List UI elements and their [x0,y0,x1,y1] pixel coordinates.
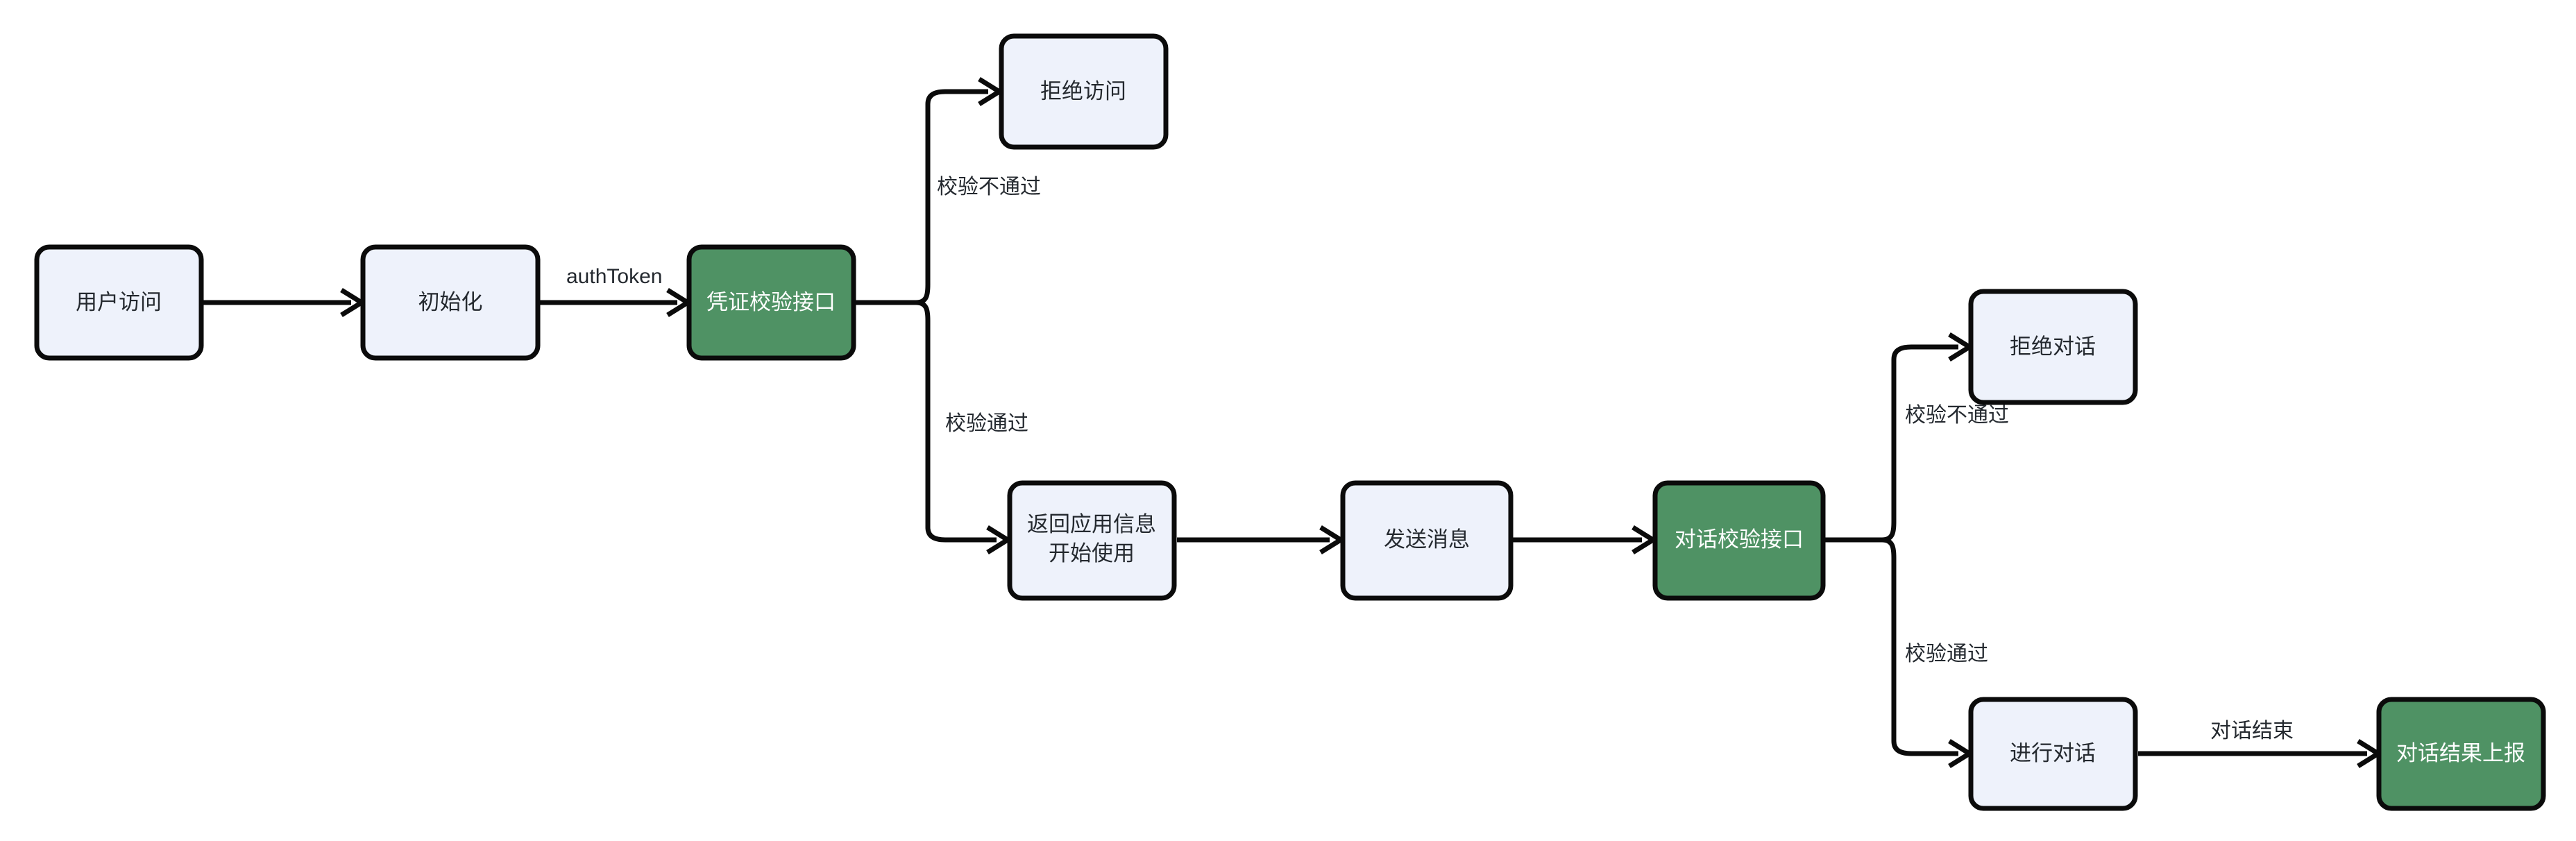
node-shape[interactable] [360,244,541,361]
node-chat-verify-api[interactable]: 对话校验接口 [1652,480,1826,601]
edge-label-chat-pass: 校验通过 [1905,643,1988,665]
node-shape[interactable] [1340,480,1514,601]
node-shape[interactable] [34,244,204,361]
node-shape[interactable] [1968,697,2138,811]
edge-label-auth-token: authToken [566,265,662,288]
edge-line [915,300,997,543]
edge-send-message-to-chat-verify [1512,525,1658,554]
node-label-return-app-info-line2: 开始使用 [1049,541,1135,566]
node-report-result[interactable]: 对话结果上报 [2376,697,2546,811]
edge-line [1881,537,1958,756]
node-label-report-result: 对话结果上报 [2396,741,2525,765]
edge-cred-verify-to-return-app-info: 校验通过 [915,300,1028,554]
node-shape[interactable] [1652,480,1826,601]
node-label-deny-chat: 拒绝对话 [2010,334,2096,359]
node-shape[interactable] [1007,480,1177,601]
node-do-chat[interactable]: 进行对话 [1968,697,2138,811]
node-label-deny-access: 拒绝访问 [1040,79,1126,103]
edge-do-chat-to-report-result: 对话结束 [2138,720,2383,768]
edge-label-chat-fail: 校验不通过 [1905,404,2009,427]
node-return-app-info[interactable]: 返回应用信息 开始使用 [1007,480,1177,601]
node-send-message[interactable]: 发送消息 [1340,480,1514,601]
node-user-access[interactable]: 用户访问 [34,244,204,361]
node-label-chat-verify-api: 对话校验接口 [1675,527,1804,552]
edge-user-access-to-init [203,288,366,317]
edge-cred-verify-to-deny-access: 校验不通过 [915,77,1041,305]
edge-line [1881,344,1958,543]
edge-return-app-info-to-send-message [1177,525,1346,554]
node-label-send-message: 发送消息 [1384,527,1470,552]
node-init[interactable]: 初始化 [360,244,541,361]
node-shape[interactable] [686,244,856,361]
node-shape[interactable] [1968,289,2138,405]
node-deny-chat[interactable]: 拒绝对话 [1968,289,2138,405]
node-label-user-access: 用户访问 [76,290,162,314]
edge-label-cred-pass: 校验通过 [945,412,1028,435]
node-label-cred-verify-api: 凭证校验接口 [706,290,836,314]
edge-label-chat-end: 对话结束 [2210,720,2294,742]
node-label-init: 初始化 [418,290,483,314]
edge-init-to-cred-verify: authToken [539,265,693,317]
node-label-do-chat: 进行对话 [2010,741,2096,765]
node-deny-access[interactable]: 拒绝访问 [999,33,1169,150]
node-label-return-app-info-line1: 返回应用信息 [1027,512,1156,536]
edge-line [915,89,988,305]
node-cred-verify-api[interactable]: 凭证校验接口 [686,244,856,361]
node-shape[interactable] [2376,697,2546,811]
node-shape[interactable] [999,33,1169,150]
edge-label-cred-fail: 校验不通过 [937,176,1041,198]
